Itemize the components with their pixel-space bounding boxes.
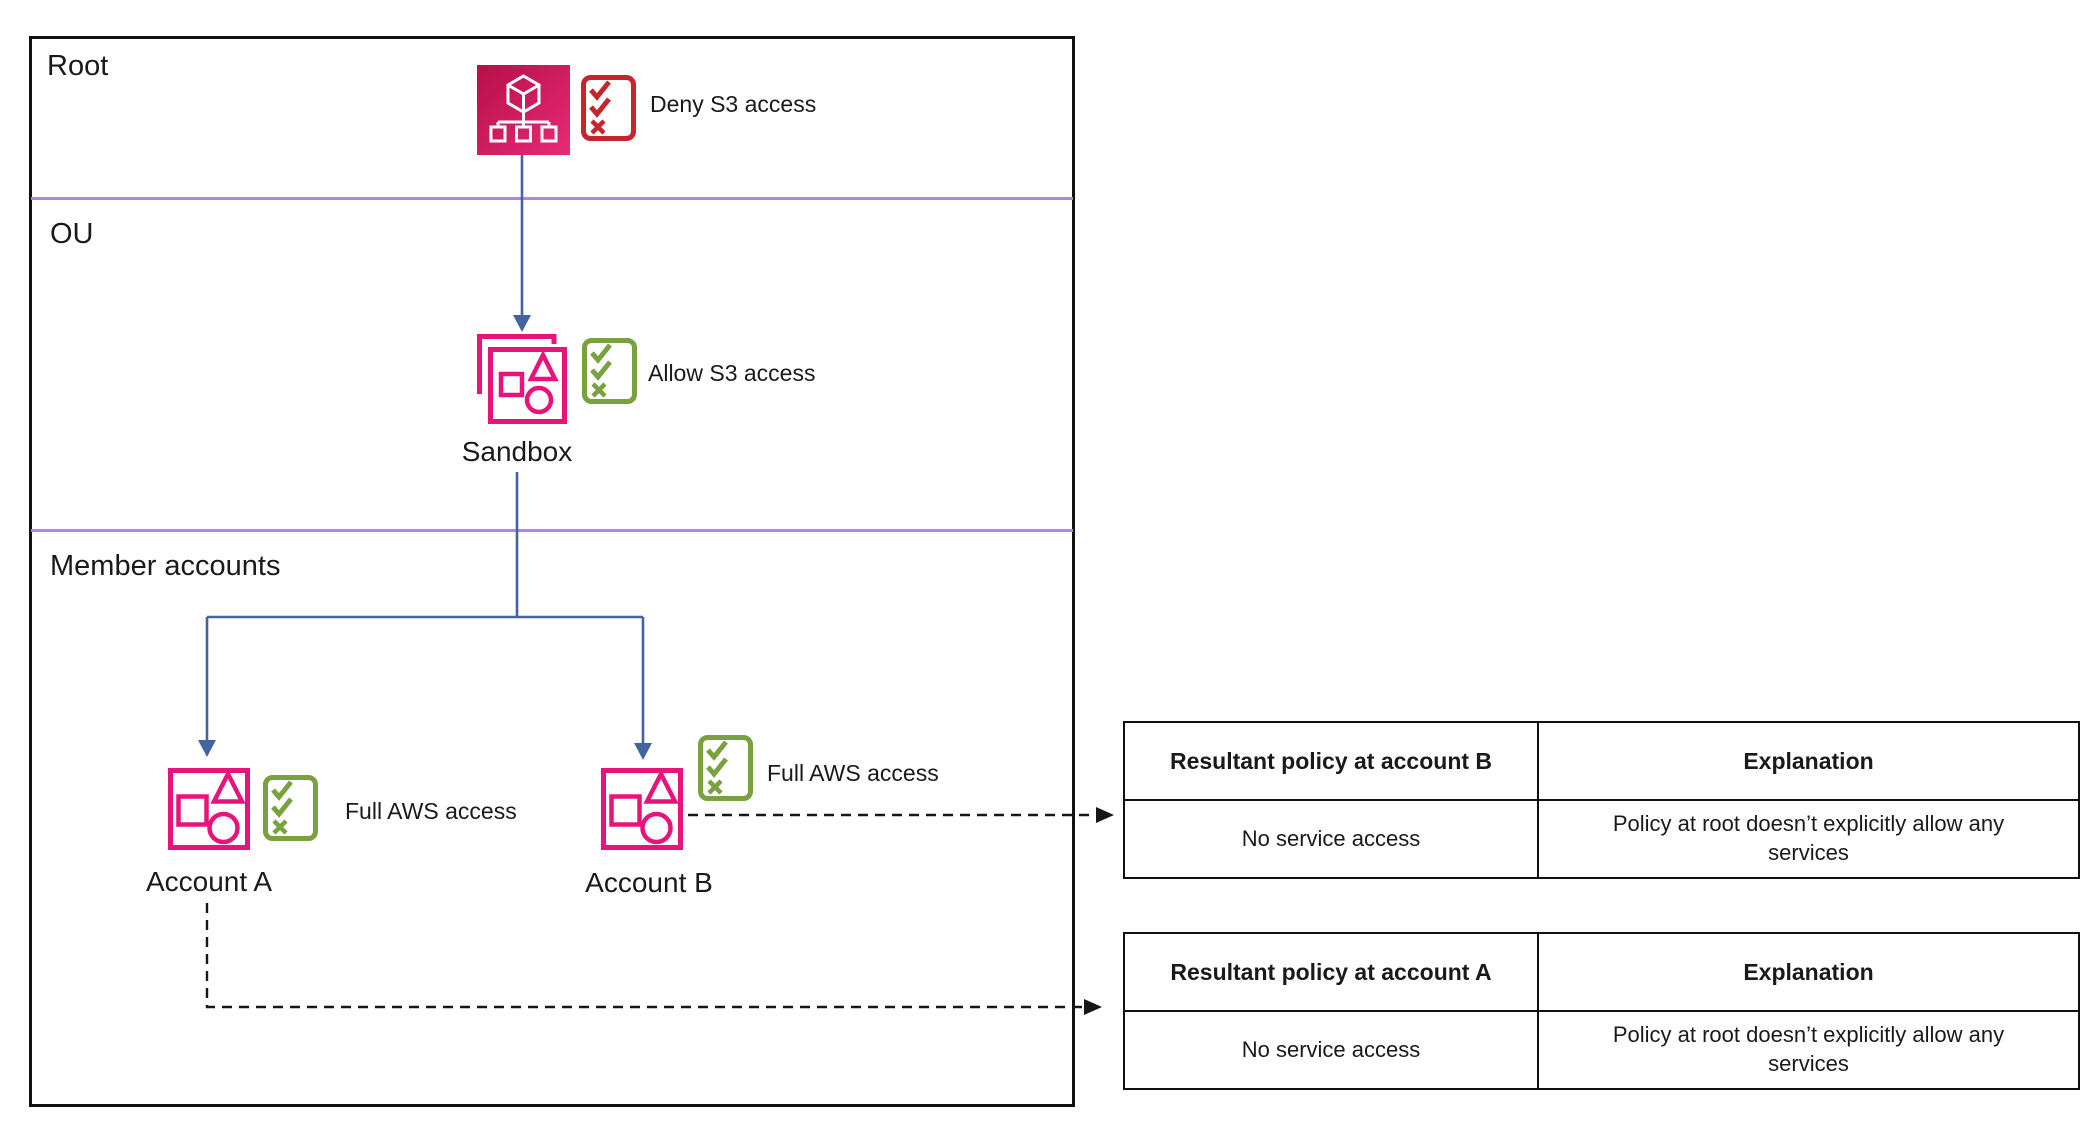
cell-explanation-a: Policy at root doesn’t explicitly allow …	[1537, 1010, 2080, 1090]
table-header-row: Resultant policy at account A Explanatio…	[1123, 932, 2080, 1012]
member-accounts-section-label: Member accounts	[50, 550, 281, 582]
account-a-policy-label: Full AWS access	[345, 798, 517, 824]
account-b-policy-checklist-icon	[698, 735, 753, 801]
ou-section-label: OU	[50, 218, 94, 250]
account-a-policy-checklist-icon	[263, 775, 318, 841]
account-a-label: Account A	[145, 866, 273, 897]
cell-resultant-policy-a: No service access	[1123, 1010, 1539, 1090]
header-explanation: Explanation	[1537, 932, 2080, 1012]
deny-policy-label: Deny S3 access	[650, 91, 817, 117]
account-b-label: Account B	[585, 867, 713, 898]
account-b-policy-label: Full AWS access	[767, 760, 939, 786]
allow-policy-checklist-icon	[582, 338, 637, 404]
root-ou-divider	[31, 197, 1073, 200]
resultant-policy-table-account-a: Resultant policy at account A Explanatio…	[1123, 932, 2080, 1090]
root-section-label: Root	[47, 50, 109, 82]
organizational-unit-icon	[477, 334, 567, 424]
cell-explanation-b: Policy at root doesn’t explicitly allow …	[1537, 799, 2080, 879]
deny-policy-checklist-icon	[580, 75, 637, 141]
table-header-row: Resultant policy at account B Explanatio…	[1123, 721, 2080, 801]
table-row: No service access Policy at root doesn’t…	[1123, 799, 2080, 879]
table-row: No service access Policy at root doesn’t…	[1123, 1010, 2080, 1090]
aws-organizations-icon	[477, 65, 570, 155]
explanation-text: Policy at root doesn’t explicitly allow …	[1612, 1022, 2005, 1076]
header-explanation: Explanation	[1537, 721, 2080, 801]
header-resultant-policy-b: Resultant policy at account B	[1123, 721, 1539, 801]
resultant-policy-table-account-b: Resultant policy at account B Explanatio…	[1123, 721, 2080, 879]
account-a-icon	[168, 768, 250, 850]
sandbox-ou-label: Sandbox	[461, 436, 573, 467]
header-resultant-policy-a: Resultant policy at account A	[1123, 932, 1539, 1012]
organization-boundary-box	[29, 36, 1075, 1107]
account-b-icon	[601, 768, 683, 850]
allow-policy-label: Allow S3 access	[648, 360, 816, 386]
ou-member-divider	[31, 529, 1073, 532]
cell-resultant-policy-b: No service access	[1123, 799, 1539, 879]
explanation-text: Policy at root doesn’t explicitly allow …	[1612, 811, 2005, 865]
